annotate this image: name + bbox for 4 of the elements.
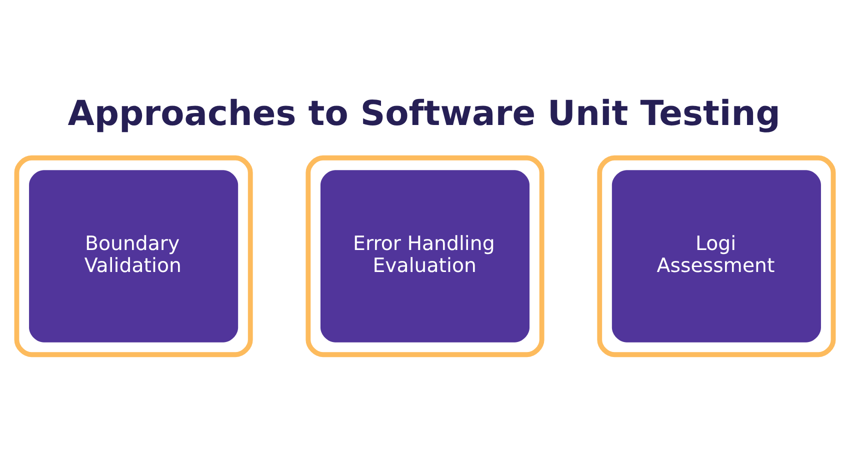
node-box: Error Handling Evaluation	[306, 154, 544, 357]
node-box: Logi Assessment	[597, 154, 836, 357]
diagram-title: Approaches to Software Unit Testing	[68, 94, 780, 134]
node-box: Boundary Validation	[14, 154, 253, 357]
